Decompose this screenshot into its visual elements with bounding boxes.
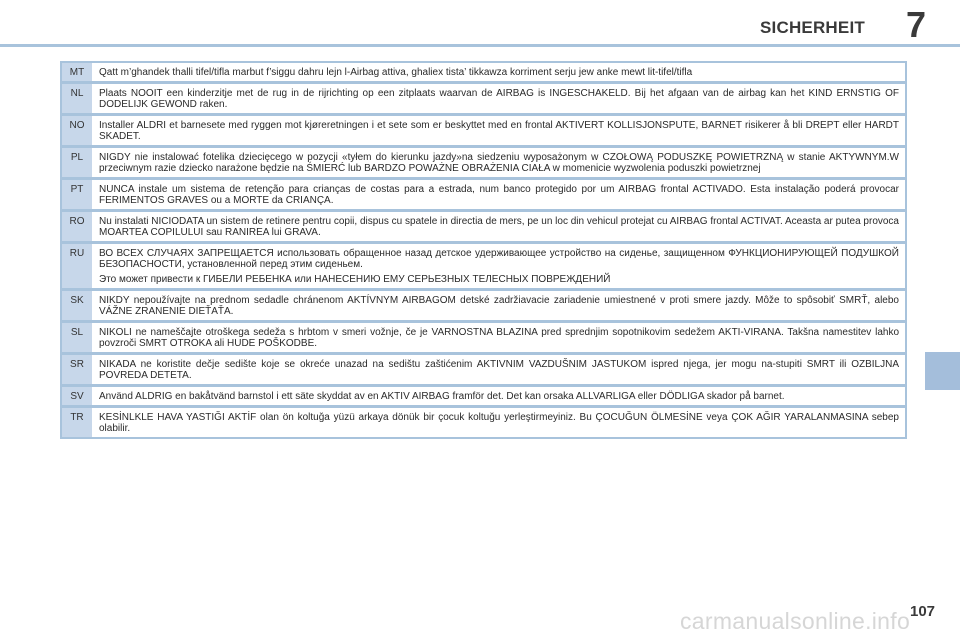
warning-paragraph: NIKDY nepoužívajte na prednom sedadle ch…: [99, 295, 899, 317]
language-code: SK: [62, 291, 92, 320]
warning-paragraph: NIKADA ne koristite dečje sedište koje s…: [99, 359, 899, 381]
warning-paragraph: Это может привести к ГИБЕЛИ РЕБЕНКА или …: [99, 274, 611, 285]
language-code: PT: [62, 180, 92, 209]
table-row: TR KESİNLKLE HAVA YASTIĞI AKTİF olan ön k…: [62, 408, 905, 437]
language-warning-table: MT Qatt m’ghandek thalli tifel/tifla marb…: [60, 61, 907, 439]
warning-paragraph: Plaats NOOIT een kinderzitje met de rug …: [99, 88, 899, 110]
header-divider: [0, 44, 960, 47]
language-code: RO: [62, 212, 92, 241]
warning-text: NIKOLI ne nameščajte otroškega sedeža s …: [92, 323, 905, 352]
warning-paragraph: NUNCA instale um sistema de retenção par…: [99, 184, 899, 206]
language-code: PL: [62, 148, 92, 177]
warning-paragraph: NIGDY nie instalować fotelika dziecięceg…: [99, 152, 899, 174]
warning-text: KESİNLKLE HAVA YASTIĞI AKTİF olan ön kol…: [92, 408, 905, 437]
table-row: NO Installer ALDRI et barnesete med rygge…: [62, 116, 905, 145]
warning-paragraph: KESİNLKLE HAVA YASTIĞI AKTİF olan ön kol…: [99, 412, 899, 434]
table-row: RU ВО ВСЕХ СЛУЧАЯХ ЗАПРЕЩАЕТСЯ использова…: [62, 244, 905, 288]
table-row: PL NIGDY nie instalować fotelika dziecięc…: [62, 148, 905, 177]
language-code: MT: [62, 63, 92, 81]
warning-paragraph: NIKOLI ne nameščajte otroškega sedeža s …: [99, 327, 899, 349]
chapter-number: 7: [906, 4, 927, 45]
warning-text: NIKADA ne koristite dečje sedište koje s…: [92, 355, 905, 384]
language-code: SR: [62, 355, 92, 384]
warning-text: NUNCA instale um sistema de retenção par…: [92, 180, 905, 209]
language-code: SL: [62, 323, 92, 352]
language-code: RU: [62, 244, 92, 288]
table-row: MT Qatt m’ghandek thalli tifel/tifla marb…: [62, 63, 905, 81]
warning-text: ВО ВСЕХ СЛУЧАЯХ ЗАПРЕЩАЕТСЯ использовать…: [92, 244, 905, 288]
watermark: carmanualsonline.info: [680, 608, 911, 634]
warning-text: NIGDY nie instalować fotelika dziecięceg…: [92, 148, 905, 177]
warning-paragraph: Qatt m’ghandek thalli tifel/tifla marbut…: [99, 67, 693, 78]
language-code: SV: [62, 387, 92, 405]
warning-text: Qatt m’ghandek thalli tifel/tifla marbut…: [92, 63, 905, 81]
page-title: SICHERHEIT: [760, 18, 865, 37]
warning-paragraph: Nu instalati NICIODATA un sistem de reti…: [99, 216, 899, 238]
table-row: SR NIKADA ne koristite dečje sedište koje…: [62, 355, 905, 384]
language-code: TR: [62, 408, 92, 437]
warning-paragraph: ВО ВСЕХ СЛУЧАЯХ ЗАПРЕЩАЕТСЯ использовать…: [99, 248, 899, 270]
warning-text: Nu instalati NICIODATA un sistem de reti…: [92, 212, 905, 241]
table-row: SV Använd ALDRIG en bakåtvänd barnstol i …: [62, 387, 905, 405]
warning-text: Använd ALDRIG en bakåtvänd barnstol i et…: [92, 387, 905, 405]
language-code: NL: [62, 84, 92, 113]
language-code: NO: [62, 116, 92, 145]
table-row: NL Plaats NOOIT een kinderzitje met de ru…: [62, 84, 905, 113]
warning-paragraph: Använd ALDRIG en bakåtvänd barnstol i et…: [99, 391, 785, 402]
table-row: RO Nu instalati NICIODATA un sistem de re…: [62, 212, 905, 241]
table-row: SL NIKOLI ne nameščajte otroškega sedeža …: [62, 323, 905, 352]
warning-text: NIKDY nepoužívajte na prednom sedadle ch…: [92, 291, 905, 320]
chapter-side-tab: [925, 352, 960, 390]
page-number: 107: [910, 603, 936, 620]
warning-paragraph: Installer ALDRI et barnesete med ryggen …: [99, 120, 899, 142]
warning-text: Plaats NOOIT een kinderzitje met de rug …: [92, 84, 905, 113]
table-row: SK NIKDY nepoužívajte na prednom sedadle …: [62, 291, 905, 320]
table-row: PT NUNCA instale um sistema de retenção p…: [62, 180, 905, 209]
warning-text: Installer ALDRI et barnesete med ryggen …: [92, 116, 905, 145]
